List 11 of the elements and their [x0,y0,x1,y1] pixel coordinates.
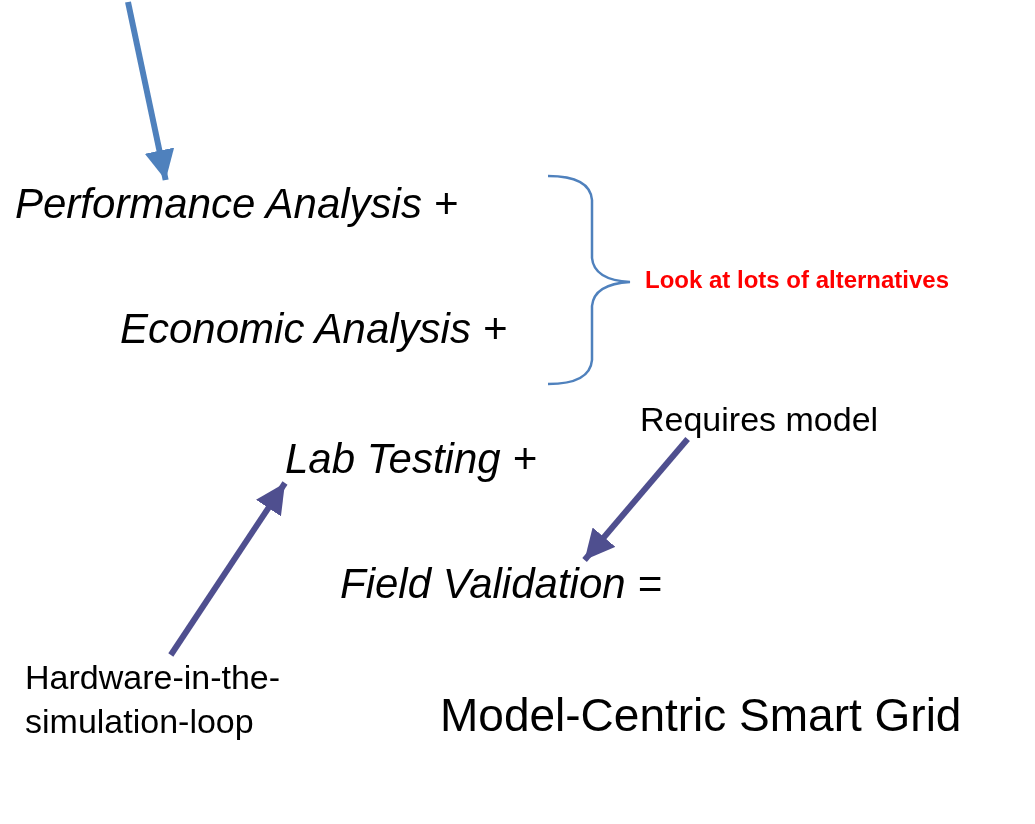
arrow [125,1,175,181]
note-text: Hardware-in-the-simulation-loop [25,655,295,744]
step-text: Economic Analysis + [120,305,508,353]
result-text: Model-Centric Smart Grid [440,688,962,742]
arrow [582,437,690,562]
note-text: Look at lots of alternatives [645,266,950,294]
step-text: Performance Analysis + [15,180,459,228]
note-text: Requires model [640,400,879,439]
step-text: Lab Testing + [285,435,537,483]
step-text: Field Validation = [340,560,662,608]
arrow [168,481,288,657]
